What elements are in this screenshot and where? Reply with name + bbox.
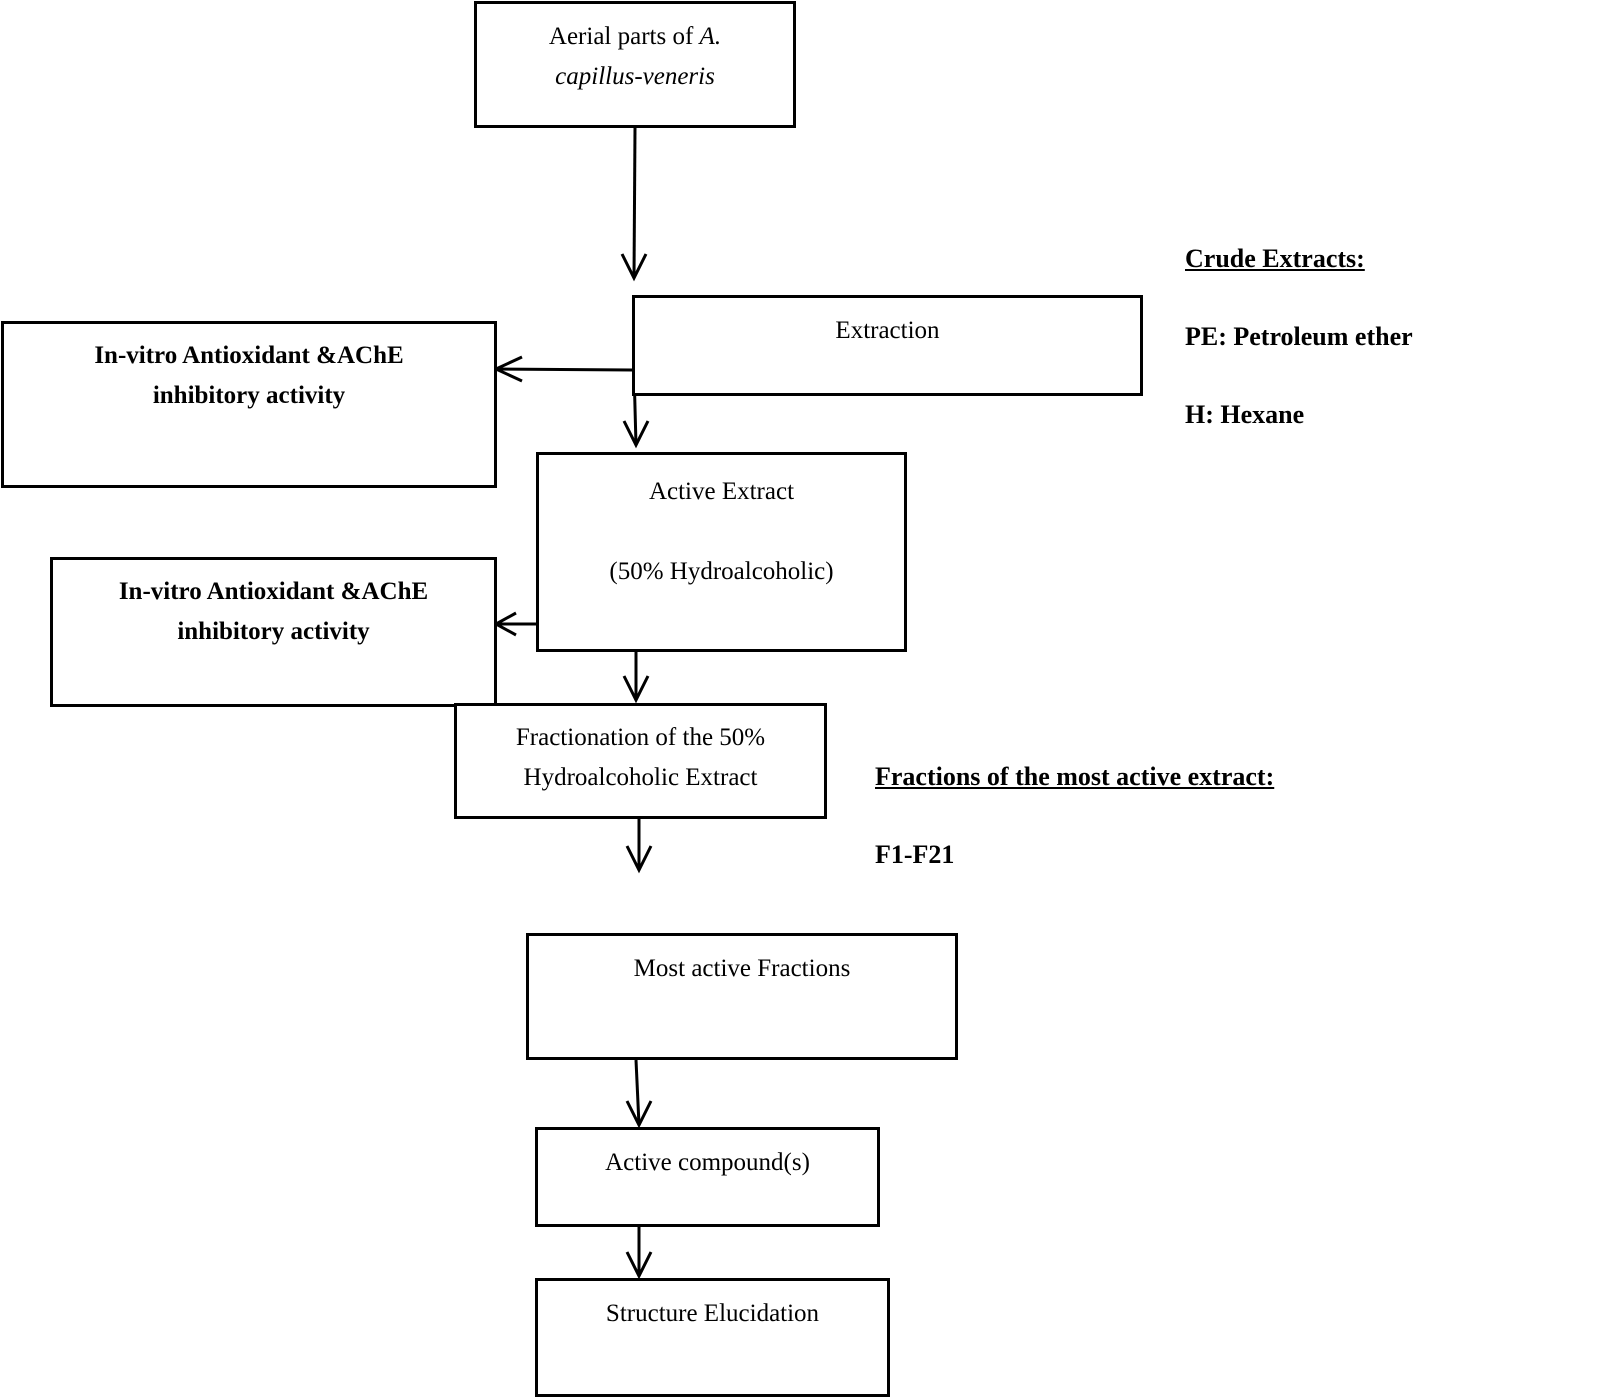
node-active-compounds-label: Active compound(s) bbox=[605, 1149, 810, 1176]
node-extraction: Extraction bbox=[632, 295, 1143, 396]
node-active-extract: Active Extract (50% Hydroalcoholic) bbox=[536, 452, 907, 652]
legend-fractions-heading: Fractions of the most active extract: bbox=[875, 762, 1275, 791]
node-structure-label: Structure Elucidation bbox=[605, 1300, 820, 1327]
arrow-extraction-to-assay1 bbox=[492, 355, 633, 383]
node-assay-1: In-vitro Antioxidant &AChE inhibitory ac… bbox=[1, 321, 497, 488]
node-assay-1-line1: In-vitro Antioxidant &AChE bbox=[94, 342, 404, 369]
arrow-aerial-to-extraction bbox=[620, 127, 648, 282]
arrow-fractionation-onward bbox=[625, 818, 653, 874]
node-extraction-label: Extraction bbox=[835, 317, 940, 344]
node-assay-2-line1: In-vitro Antioxidant &AChE bbox=[118, 578, 429, 605]
legend-crude-heading: Crude Extracts: bbox=[1185, 244, 1365, 273]
node-most-active-fractions: Most active Fractions bbox=[526, 933, 958, 1060]
node-fractionation-line1: Fractionation of the 50% bbox=[515, 724, 766, 751]
node-aerial-parts-genus: A. bbox=[699, 23, 722, 50]
node-active-extract-line1: Active Extract bbox=[648, 478, 795, 505]
node-active-extract-line2: (50% Hydroalcoholic) bbox=[609, 558, 834, 585]
arrow-most-active-to-compounds bbox=[625, 1059, 653, 1129]
node-assay-2: In-vitro Antioxidant &AChE inhibitory ac… bbox=[50, 557, 497, 707]
arrow-active-extract-to-assay2 bbox=[492, 611, 536, 637]
node-fractionation: Fractionation of the 50% Hydroalcoholic … bbox=[454, 703, 827, 819]
legend-crude-item-h: H: Hexane bbox=[1185, 400, 1305, 429]
node-aerial-parts: Aerial parts of A. capillus-veneris bbox=[474, 1, 796, 128]
node-aerial-parts-prefix: Aerial parts of bbox=[548, 23, 700, 50]
arrow-active-extract-to-fractionation bbox=[622, 651, 650, 704]
node-fractionation-line2: Hydroalcoholic Extract bbox=[523, 764, 758, 791]
legend-crude-item-pe: PE: Petroleum ether bbox=[1185, 322, 1413, 351]
node-aerial-parts-species: capillus-veneris bbox=[555, 63, 715, 90]
legend-fractions-range: F1-F21 bbox=[875, 840, 955, 869]
node-most-active-label: Most active Fractions bbox=[633, 955, 851, 982]
arrow-compounds-to-structure bbox=[625, 1226, 653, 1280]
node-structure-elucidation: Structure Elucidation bbox=[535, 1278, 890, 1397]
node-active-compounds: Active compound(s) bbox=[535, 1127, 880, 1227]
node-assay-1-line2: inhibitory activity bbox=[152, 382, 346, 409]
node-assay-2-line2: inhibitory activity bbox=[177, 618, 370, 645]
